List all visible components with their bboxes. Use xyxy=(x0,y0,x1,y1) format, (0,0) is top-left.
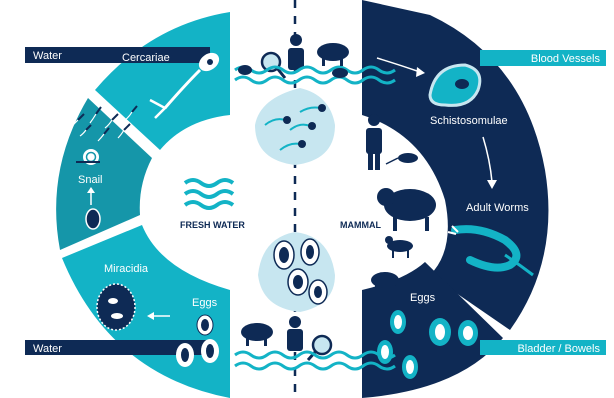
mammal-label: MAMMAL xyxy=(340,220,381,230)
cattle-bottom-icon xyxy=(241,323,273,346)
water-top-label: Water xyxy=(33,50,62,62)
cattle-top-icon xyxy=(317,43,349,66)
cercariae-label: Cercariae xyxy=(122,52,170,64)
segment-eggs-water xyxy=(62,225,230,398)
magnifier-top-icon xyxy=(262,53,285,78)
adult-worms-label: Adult Worms xyxy=(466,202,529,214)
miracidium-icon xyxy=(97,284,135,330)
human-icon xyxy=(366,114,382,170)
human-top-icon xyxy=(288,34,304,70)
miracidium-small-icon xyxy=(86,209,100,229)
eggs-left-label: Eggs xyxy=(192,297,218,309)
buffalo-icon xyxy=(377,188,436,231)
bladder-bowels-label: Bladder / Bowels xyxy=(517,343,600,355)
blood-vessels-label: Blood Vessels xyxy=(531,53,601,65)
schistosomulae-label: Schistosomulae xyxy=(430,115,508,127)
water-bottom-label: Water xyxy=(33,343,62,355)
snail-label: Snail xyxy=(78,174,102,186)
eggs-right-label: Eggs xyxy=(410,292,436,304)
rat-icon xyxy=(386,153,418,164)
fresh-water-waves-icon xyxy=(185,180,233,208)
fresh-water-label: FRESH WATER xyxy=(180,220,245,230)
miracidia-label: Miracidia xyxy=(104,263,149,275)
dog-icon xyxy=(385,236,413,258)
human-bottom-icon xyxy=(287,316,303,351)
